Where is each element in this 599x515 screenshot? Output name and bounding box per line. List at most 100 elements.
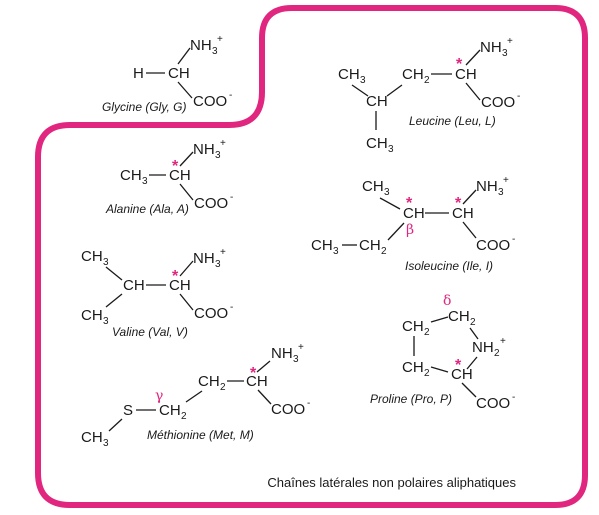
subscript-3: 3	[142, 176, 148, 187]
charge-plus: +	[500, 336, 506, 347]
charge-minus: -	[230, 192, 233, 203]
atom-nh: NH	[480, 39, 502, 56]
bond	[185, 390, 203, 403]
subscript-3: 3	[388, 144, 394, 155]
label-alanine: Alanine (Ala, A)	[105, 202, 189, 216]
atom-nh: NH	[271, 345, 293, 362]
atom-ch: CH	[169, 167, 191, 184]
atom-ch: CH	[452, 205, 474, 222]
charge-minus: -	[512, 234, 515, 245]
charge-plus: +	[503, 175, 509, 186]
bond	[462, 189, 477, 205]
charge-minus: -	[230, 302, 233, 313]
atom-nh: NH	[190, 37, 212, 54]
delta-label: δ	[443, 293, 451, 309]
gamma-label: γ	[155, 388, 163, 404]
isoleucine-structure: CH 3 * CH β * CH NH 3 + COO - CH 2 CH 3 …	[311, 175, 515, 273]
valine-structure: CH 3 CH CH 3 * CH NH 3 + COO - Valine (V…	[81, 247, 233, 339]
bond	[177, 47, 191, 65]
bond	[179, 260, 194, 277]
charge-plus: +	[220, 247, 226, 258]
bond	[105, 293, 123, 308]
subscript-3: 3	[103, 257, 109, 268]
subscript-3: 3	[103, 316, 109, 327]
chiral-marker: *	[406, 195, 413, 212]
bond	[386, 84, 403, 97]
charge-minus: -	[512, 392, 515, 403]
charge-minus: -	[229, 90, 232, 101]
atom-ch2: CH	[359, 237, 381, 254]
atom-ch2: CH	[448, 308, 470, 325]
subscript-3: 3	[333, 246, 339, 257]
atom-coo: COO	[481, 94, 515, 111]
subscript-2: 2	[424, 327, 430, 338]
atom-ch3: CH	[362, 178, 384, 195]
bond	[351, 84, 369, 97]
atom-ch: CH	[169, 277, 191, 294]
bond	[105, 266, 123, 281]
subscript-2: 2	[494, 348, 500, 359]
bond	[179, 151, 194, 167]
subscript-3: 3	[360, 75, 366, 86]
atom-ch3: CH	[81, 429, 103, 446]
proline-structure: δ CH 2 CH 2 NH 2 + CH 2 * CH COO - Proli…	[370, 293, 515, 412]
atom-ch: CH	[451, 366, 473, 383]
glycine-structure: H CH NH 3 + COO - Glycine (Gly, G)	[102, 34, 232, 114]
charge-plus: +	[298, 342, 304, 353]
charge-plus: +	[220, 138, 226, 149]
atom-nh: NH	[193, 250, 215, 267]
label-glycine: Glycine (Gly, G)	[102, 100, 186, 114]
chiral-marker: *	[455, 195, 462, 212]
subscript-2: 2	[181, 411, 187, 422]
atom-coo: COO	[194, 195, 228, 212]
atom-n: NH	[472, 339, 494, 356]
atom-coo: COO	[194, 305, 228, 322]
atom-ch: CH	[246, 373, 268, 390]
label-isoleucine: Isoleucine (Ile, I)	[405, 259, 493, 273]
atom-ch: CH	[123, 277, 145, 294]
bond	[108, 418, 123, 432]
atom-ch2: CH	[402, 359, 424, 376]
bond	[257, 389, 272, 405]
chiral-marker: *	[172, 158, 179, 175]
atom-ch3: CH	[120, 167, 142, 184]
atom-ch3: CH	[311, 237, 333, 254]
bond	[177, 81, 193, 99]
subscript-3: 3	[215, 150, 221, 161]
bond	[430, 316, 449, 323]
charge-minus: -	[307, 398, 310, 409]
figure-caption: Chaînes latérales non polaires aliphatiq…	[267, 475, 516, 490]
leucine-structure: CH 3 CH CH 3 CH 2 * CH NH 3 + COO - Leuc…	[338, 36, 520, 155]
charge-minus: -	[517, 91, 520, 102]
atom-ch: CH	[168, 65, 190, 82]
atom-ch3: CH	[366, 135, 388, 152]
atom-ch3: CH	[338, 66, 360, 83]
atom-s: S	[123, 402, 133, 419]
subscript-2: 2	[424, 368, 430, 379]
bond	[461, 382, 477, 398]
subscript-2: 2	[470, 317, 476, 328]
bond	[465, 82, 481, 101]
bond	[466, 356, 478, 370]
atom-ch3: CH	[81, 307, 103, 324]
bond	[256, 360, 271, 373]
label-methionine: Méthionine (Met, M)	[147, 428, 254, 442]
bond	[379, 197, 401, 210]
charge-plus: +	[507, 36, 513, 47]
frame-outline	[35, 5, 588, 508]
subscript-3: 3	[215, 259, 221, 270]
subscript-3: 3	[293, 354, 299, 365]
atom-ch2: CH	[159, 402, 181, 419]
bond	[462, 221, 477, 239]
atom-coo: COO	[193, 93, 227, 110]
chiral-marker: *	[250, 365, 257, 382]
methionine-structure: NH 3 + * CH CH 2 COO - γ CH 2 S CH 3 Mét…	[81, 342, 310, 449]
atom-ch2: CH	[198, 373, 220, 390]
bond	[179, 293, 194, 311]
subscript-2: 2	[381, 246, 387, 257]
bond	[469, 327, 479, 340]
atom-coo: COO	[476, 395, 510, 412]
chiral-marker: *	[456, 56, 463, 73]
subscript-3: 3	[103, 438, 109, 449]
label-valine: Valine (Val, V)	[112, 325, 188, 339]
